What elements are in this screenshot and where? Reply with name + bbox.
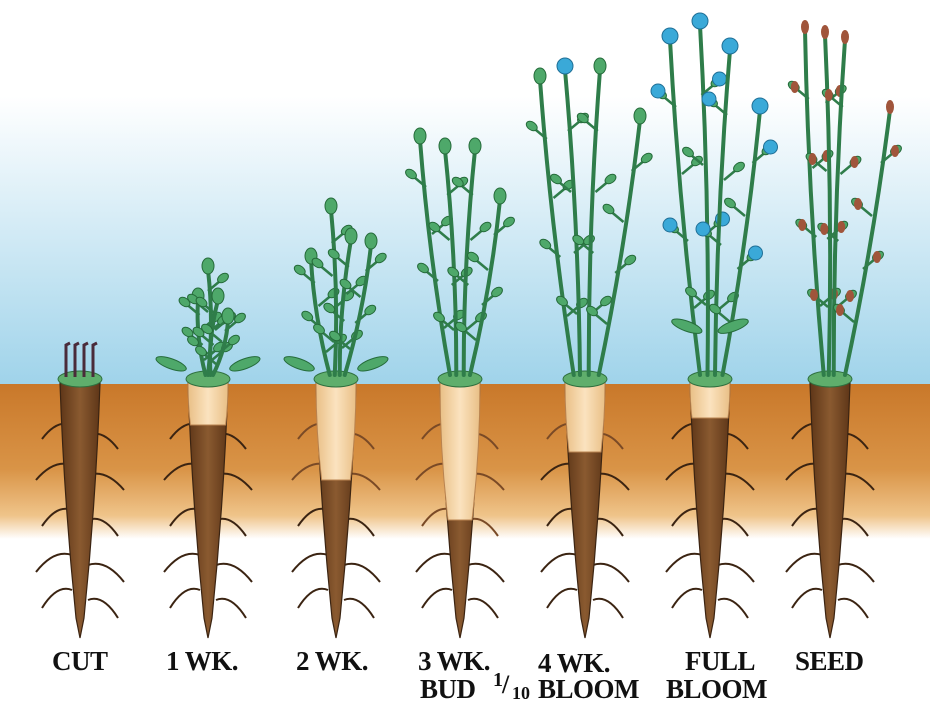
- seed-pod: [886, 100, 894, 114]
- seed-pod: [809, 153, 817, 165]
- seed-pod: [791, 81, 799, 93]
- rootlet: [786, 554, 822, 572]
- label-1wk: 1 WK.: [166, 648, 238, 675]
- rootlet: [792, 589, 822, 608]
- taproot-depleted: [440, 383, 480, 520]
- seed-pod: [854, 198, 862, 210]
- rootlet: [666, 554, 702, 572]
- label-3wk-bud: BUD: [420, 676, 476, 703]
- label-4wk-fraction-den: 10: [512, 684, 530, 702]
- seed-pod: [846, 290, 854, 302]
- label-2wk: 2 WK.: [296, 648, 368, 675]
- seed-pod: [891, 145, 899, 157]
- seed-pod: [873, 251, 881, 263]
- flower: [702, 92, 716, 106]
- rootlet: [838, 564, 874, 582]
- seed-pod: [825, 89, 833, 101]
- seed-pod: [801, 20, 809, 34]
- flower: [692, 13, 708, 29]
- rootlet: [416, 554, 452, 572]
- crown: [438, 371, 482, 387]
- bud: [365, 233, 377, 249]
- crown: [688, 371, 732, 387]
- rootlet: [718, 599, 748, 618]
- rootlet: [547, 589, 577, 608]
- bud: [439, 138, 451, 154]
- taproot-depleted: [690, 383, 730, 418]
- bud: [534, 68, 546, 84]
- flower: [752, 98, 768, 114]
- label-full-bloom: BLOOM: [666, 676, 767, 703]
- rootlet: [672, 589, 702, 608]
- bud: [414, 128, 426, 144]
- label-cut: CUT: [52, 648, 108, 675]
- taproot-depleted: [316, 383, 356, 480]
- rootlet: [344, 599, 374, 618]
- rootlet: [468, 564, 504, 582]
- bud: [202, 258, 214, 274]
- seed-pod: [810, 289, 818, 301]
- bud: [345, 228, 357, 244]
- rootlet: [422, 589, 452, 608]
- bud: [325, 198, 337, 214]
- rootlet: [216, 564, 252, 582]
- flower: [749, 246, 763, 260]
- label-4wk-bloom: BLOOM: [538, 676, 639, 703]
- flower: [651, 84, 665, 98]
- label-seed: SEED: [795, 648, 864, 675]
- flower: [696, 222, 710, 236]
- seed-pod: [851, 156, 859, 168]
- rootlet: [42, 589, 72, 608]
- rootlet: [838, 599, 868, 618]
- bud: [222, 308, 234, 324]
- seed-pod: [841, 30, 849, 44]
- label-4wk-fraction-slash: /: [502, 672, 509, 698]
- rootlet: [164, 554, 200, 572]
- bud: [594, 58, 606, 74]
- rootlet: [292, 554, 328, 572]
- rootlet: [216, 599, 246, 618]
- rootlet: [36, 554, 72, 572]
- flower: [764, 140, 778, 154]
- seed-pod: [836, 304, 844, 316]
- flower: [557, 58, 573, 74]
- rootlet: [88, 599, 118, 618]
- flower: [722, 38, 738, 54]
- rootlet: [593, 599, 623, 618]
- taproot-depleted: [188, 383, 228, 425]
- rootlet: [88, 564, 124, 582]
- seed-pod: [821, 25, 829, 39]
- label-full: FULL: [685, 648, 755, 675]
- flower: [663, 218, 677, 232]
- taproot-depleted: [565, 383, 605, 452]
- seed-pod: [798, 219, 806, 231]
- seed-pod: [837, 221, 845, 233]
- bud: [634, 108, 646, 124]
- bud: [469, 138, 481, 154]
- rootlet: [170, 589, 200, 608]
- flower: [662, 28, 678, 44]
- label-4wk: 4 WK.: [538, 650, 610, 677]
- label-3wk: 3 WK.: [418, 648, 490, 675]
- flower: [713, 72, 727, 86]
- rootlet: [298, 589, 328, 608]
- bud: [494, 188, 506, 204]
- seed-pod: [820, 223, 828, 235]
- rootlet: [468, 599, 498, 618]
- rootlet: [593, 564, 629, 582]
- rootlet: [344, 564, 380, 582]
- rootlet: [718, 564, 754, 582]
- bud: [212, 288, 224, 304]
- rootlet: [541, 554, 577, 572]
